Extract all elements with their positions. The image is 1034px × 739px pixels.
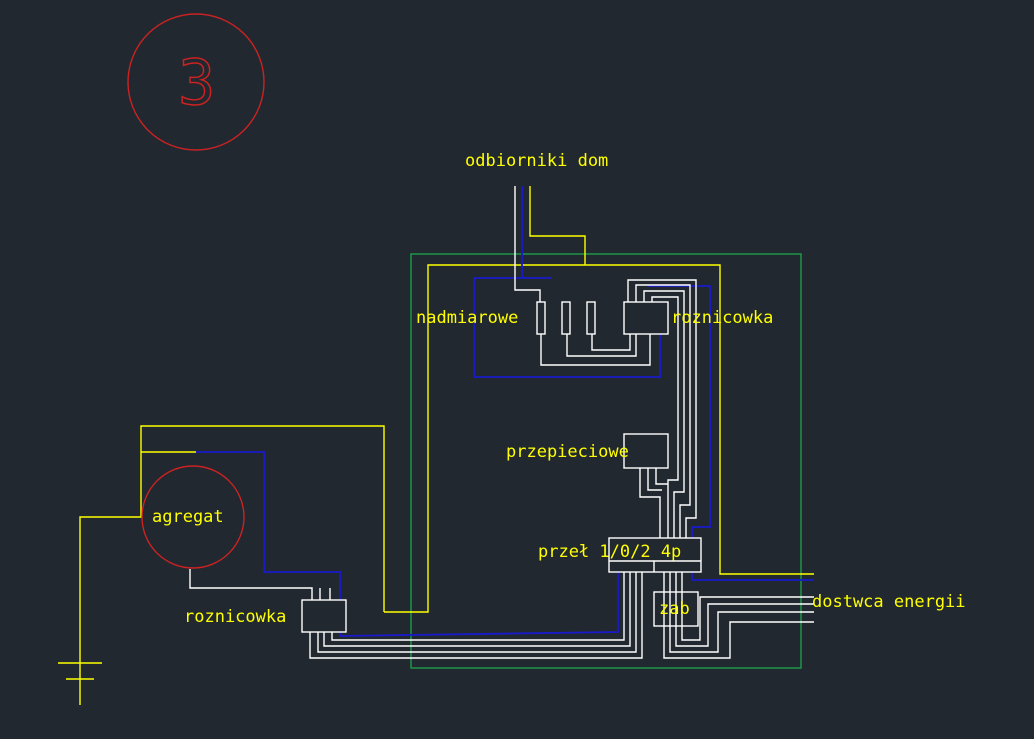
label-rcd-top: roznicowka [671,308,773,328]
overcurrent-breaker-2 [561,301,571,335]
label-generator: agregat [152,507,224,527]
label-household-loads: odbiorniki dom [465,151,608,171]
overcurrent-breaker-3 [586,301,596,335]
label-overcurrent: nadmiarowe [416,308,518,328]
pe-wires [58,186,814,705]
label-surge-protector: przepieciowe [506,442,629,462]
label-rcd-bottom: roznicowka [184,607,286,627]
main-breaker-box [653,591,699,627]
rcd-bottom-box [301,599,347,633]
surge-protector-box [623,433,669,469]
label-main-breaker: zab [659,599,690,619]
rcd-top-box [623,301,669,335]
sheet-number-circle [127,13,265,151]
line-wires [189,186,814,659]
sheet-number: 3 [178,46,215,119]
label-utility-supply: dostwca energii [812,592,966,612]
generator-circle [141,465,245,569]
overcurrent-breaker-1 [536,301,546,335]
enclosure-boundary [410,253,802,669]
label-changeover-switch: przeł 1/0/2 4p [538,542,681,562]
changeover-switch-box [608,537,702,573]
